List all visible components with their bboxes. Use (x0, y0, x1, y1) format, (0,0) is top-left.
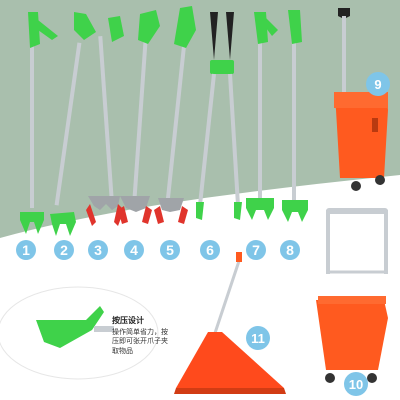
badge-7: 7 (246, 240, 266, 260)
inset-caption: 按压设计 操作简单省力，按压即可张开爪子夹取物品 (112, 316, 172, 356)
badge-9: 9 (366, 72, 390, 96)
badge-4: 4 (124, 240, 144, 260)
inset-text: 操作简单省力，按压即可张开爪子夹取物品 (112, 329, 168, 355)
badge-1: 1 (16, 240, 36, 260)
grabber-8 (282, 10, 308, 222)
tong-6 (196, 12, 242, 220)
grabber-2 (50, 12, 96, 236)
badge-2: 2 (54, 240, 74, 260)
badge-10: 10 (344, 372, 368, 396)
grabber-5 (154, 6, 196, 224)
badge-5: 5 (160, 240, 180, 260)
badge-3: 3 (88, 240, 108, 260)
grabber-7 (246, 12, 278, 220)
handle-closeup-inset (0, 286, 159, 380)
trolley-bin-9 (334, 8, 388, 191)
badge-8: 8 (280, 240, 300, 260)
grabber-1 (20, 12, 58, 234)
dustpan-11 (174, 252, 286, 394)
grabber-3 (86, 16, 124, 226)
badge-6: 6 (200, 240, 220, 260)
grabber-4 (118, 10, 160, 224)
inset-title: 按压设计 (112, 316, 144, 325)
cart-bin-10 (316, 208, 388, 383)
badge-11: 11 (246, 326, 270, 350)
